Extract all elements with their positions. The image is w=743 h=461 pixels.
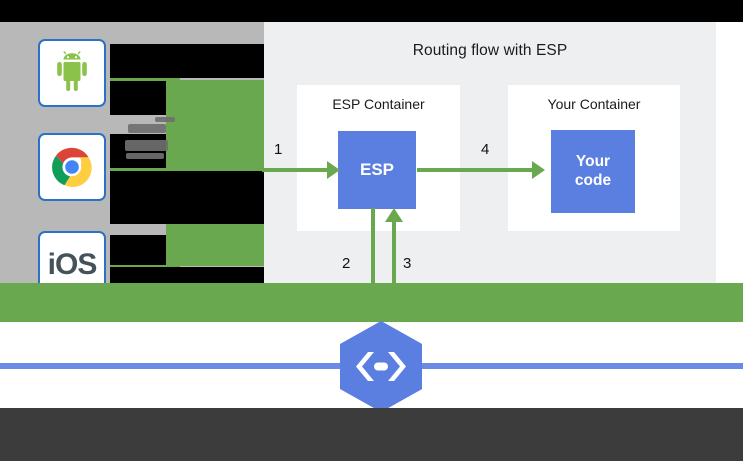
your-code-box-label: Your code — [575, 153, 611, 190]
obscured-text-fragment — [128, 124, 166, 133]
flow-step-number-1: 1 — [274, 141, 283, 158]
client-tile-android[interactable] — [38, 39, 106, 107]
occlusion-artifact — [110, 134, 166, 168]
flow-arrow-1-shaft — [262, 168, 330, 172]
occlusion-artifact — [110, 235, 166, 265]
your-code-line-1: Your — [575, 153, 611, 171]
flow-arrow-3-shaft — [392, 222, 396, 323]
flow-arrow-4-head — [532, 161, 545, 179]
your-code-line-2: code — [574, 171, 612, 189]
top-occlusion-bar — [0, 0, 743, 22]
occlusion-artifact — [110, 81, 166, 115]
your-container-title: Your Container — [547, 96, 641, 112]
android-icon — [57, 51, 87, 91]
chrome-connector-line — [110, 168, 180, 171]
chrome-icon — [52, 147, 92, 187]
ios-connector-line — [110, 264, 180, 267]
flow-step-number-4: 4 — [481, 141, 490, 158]
android-connector-line — [110, 78, 180, 81]
flow-arrow-4-shaft — [417, 168, 535, 172]
occlusion-artifact — [110, 171, 266, 224]
bottom-occlusion-bar — [0, 408, 743, 461]
flow-step-number-3: 3 — [403, 255, 412, 272]
your-code-box[interactable]: Your code — [551, 130, 635, 213]
obscured-text-fragment — [125, 140, 168, 151]
ios-label: iOS — [47, 248, 98, 281]
service-control-green-band — [0, 283, 743, 322]
flow-arrow-3-head — [385, 208, 403, 222]
flow-arrow-1-head — [327, 161, 340, 179]
panel-title: Routing flow with ESP — [412, 42, 568, 59]
flow-step-number-2: 2 — [342, 255, 351, 272]
obscured-text-fragment — [126, 153, 164, 159]
flow-arrow-2-shaft — [371, 208, 375, 323]
esp-box[interactable]: ESP — [338, 131, 416, 209]
esp-box-label: ESP — [359, 159, 395, 179]
cloud-endpoints-hexagon-icon — [340, 321, 422, 412]
cloud-endpoints-logo[interactable] — [336, 319, 426, 414]
obscured-text-fragment — [155, 117, 175, 122]
client-tile-chrome[interactable] — [38, 133, 106, 201]
esp-container-title: ESP Container — [332, 96, 425, 112]
occlusion-artifact — [110, 44, 266, 78]
